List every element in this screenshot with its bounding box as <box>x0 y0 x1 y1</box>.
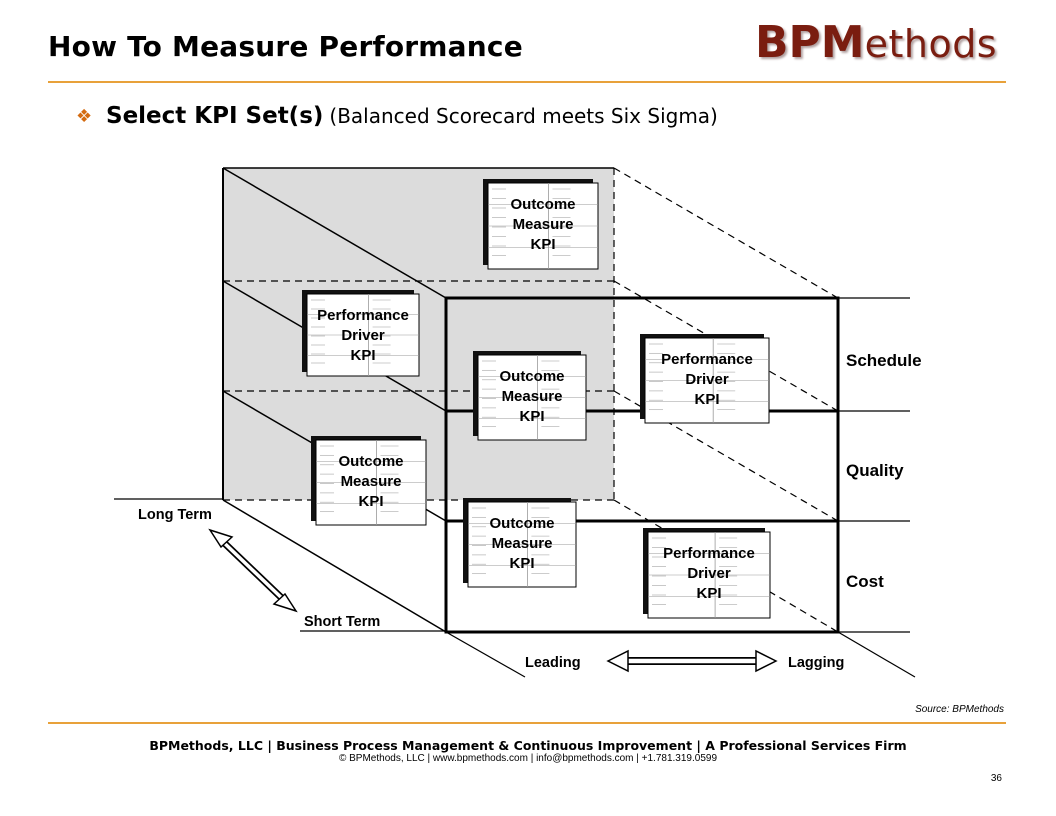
footer-contact-line: © BPMethods, LLC | www.bpmethods.com | i… <box>338 753 718 764</box>
left-depth-edge-4 <box>222 499 447 633</box>
logo-rest: ethods <box>864 22 998 66</box>
kpi-card-text: Measure <box>341 473 402 490</box>
kpi-card-text: Performance <box>317 307 409 324</box>
kpi-card-text: Driver <box>687 565 731 582</box>
lead-lag-arrow-head-2 <box>755 649 778 673</box>
kpi-card-text: KPI <box>509 555 534 572</box>
kpi-card-text: Driver <box>341 327 385 344</box>
source-note: Source: BPMethods <box>915 704 1004 715</box>
kpi-cards: OutcomeMeasureKPIPerformanceDriverKPIOut… <box>302 179 771 619</box>
footer-company-line: BPMethods, LLC | Business Process Manage… <box>149 738 907 753</box>
kpi-card-text: KPI <box>358 493 383 510</box>
lagging-diag-rule <box>837 631 916 678</box>
diamond-bullet-icon: ❖ <box>76 105 93 127</box>
row-label-cost: Cost <box>846 572 884 591</box>
footer-rule <box>48 722 1006 724</box>
kpi-card-text: Measure <box>502 388 563 405</box>
lead-lag-arrow-head-1 <box>606 649 629 673</box>
kpi-card-text: Driver <box>685 371 729 388</box>
term-arrow-fill <box>216 535 290 606</box>
kpi-card-text: KPI <box>519 408 544 425</box>
leading-label: Leading <box>525 655 581 671</box>
left-depth-edge-1 <box>222 167 447 299</box>
long-term-label: Long Term <box>138 507 212 523</box>
kpi-card-text: KPI <box>696 585 721 602</box>
front-frame <box>444 296 840 634</box>
short-term-label: Short Term <box>304 614 380 630</box>
right-depth-edge-1 <box>613 167 839 299</box>
bullet-main-text: Select KPI Set(s) <box>106 103 324 129</box>
kpi-card-text: Outcome <box>499 368 564 385</box>
lagging-label: Lagging <box>788 655 844 671</box>
right-depth-edge-4 <box>613 499 839 633</box>
kpi-card-text: Measure <box>513 216 574 233</box>
leading-diag-rule <box>445 631 526 678</box>
row-label-quality: Quality <box>846 461 904 480</box>
kpi-card-text: Outcome <box>338 453 403 470</box>
header-rule <box>48 81 1006 83</box>
term-arrow-head-1 <box>208 528 234 549</box>
bpmethods-logo: BPMethods <box>755 18 997 69</box>
kpi-card-text: Performance <box>663 545 755 562</box>
kpi-card-text: Outcome <box>489 515 554 532</box>
row-label-schedule: Schedule <box>846 351 922 370</box>
logo-bold: BPM <box>755 17 865 68</box>
term-arrow-head-2 <box>272 592 298 613</box>
kpi-card-text: KPI <box>694 391 719 408</box>
bullet-sub-text: (Balanced Scorecard meets Six Sigma) <box>329 104 718 128</box>
kpi-card-text: Measure <box>492 535 553 552</box>
kpi-card-text: KPI <box>530 236 555 253</box>
bullet-item: ❖ Select KPI Set(s)(Balanced Scorecard me… <box>76 103 718 133</box>
kpi-card-text: KPI <box>350 347 375 364</box>
kpi-card-text: Performance <box>661 351 753 368</box>
page-number: 36 <box>990 773 1002 784</box>
page-title: How To Measure Performance <box>48 30 523 63</box>
kpi-cube-diagram: Schedule Quality Cost Long Term Short Te… <box>114 167 922 678</box>
kpi-card-text: Outcome <box>510 196 575 213</box>
